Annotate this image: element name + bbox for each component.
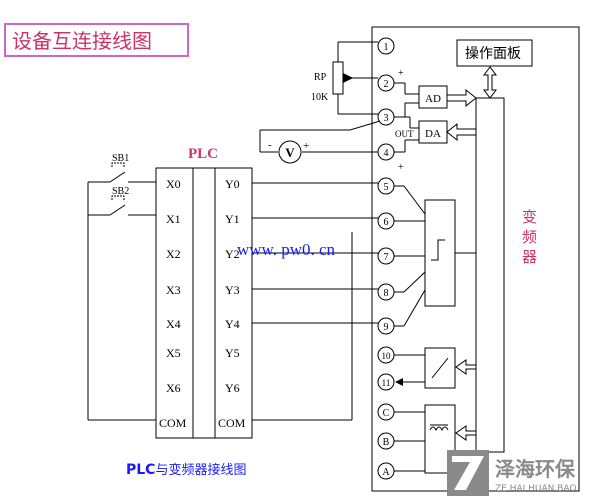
plc-input-x3: X3	[166, 283, 181, 297]
svg-text:器: 器	[522, 248, 537, 266]
voltmeter-symbol: V	[285, 145, 295, 160]
plc-input-x1: X1	[166, 212, 181, 226]
da-wiring	[394, 116, 419, 153]
digital-input-block	[424, 199, 456, 307]
plc-inputs: X0 X1 X2 X3 X4 X5 X6 COM	[159, 177, 187, 430]
potentiometer	[332, 41, 378, 115]
relay-coil-icon	[429, 424, 449, 432]
logo-en: ZE HAI HUAN BAO	[495, 484, 577, 494]
plc-output-y5: Y5	[225, 346, 240, 360]
plc-title: PLC	[188, 146, 218, 162]
pot-name: RP	[314, 72, 327, 83]
company-logo: 泽海环保 ZE HAI HUAN BAO	[447, 450, 577, 496]
ad-wiring	[394, 82, 419, 118]
plc-output-y6: Y6	[225, 381, 240, 395]
plc-input-x0: X0	[166, 177, 181, 191]
bus-to-relay-arrow	[455, 359, 477, 375]
inverter-name: 变 频 器	[522, 208, 537, 266]
switch-wiring	[87, 162, 156, 421]
plc-output-y1: Y1	[225, 212, 240, 226]
relay-contact-icon	[431, 357, 449, 379]
bus-to-da-arrow	[446, 122, 477, 142]
terminal-6: 6	[384, 217, 389, 228]
da-label: DA	[425, 128, 441, 140]
terminal-9: 9	[384, 322, 389, 333]
com-wire	[252, 232, 353, 421]
voltmeter	[278, 140, 302, 164]
voltmeter-wiring	[259, 120, 381, 153]
voltmeter-minus: -	[268, 139, 272, 151]
plc-input-com: COM	[159, 416, 187, 430]
pot-value: 10K	[311, 92, 329, 103]
ad-label: AD	[425, 93, 441, 105]
terminal-11: 11	[382, 378, 391, 388]
digital-input-wiring	[394, 185, 426, 327]
plc-input-x4: X4	[166, 317, 181, 331]
terminal-5: 5	[384, 182, 389, 193]
terminal-labels: 1 2 3 4 5 6 7 8 9 10 11 C B A	[382, 42, 392, 478]
relay-output-wiring	[394, 354, 425, 386]
voltmeter-plus: +	[303, 140, 309, 152]
svg-text:变: 变	[522, 208, 537, 226]
ad-to-bus-arrow	[446, 88, 477, 108]
plc-output-y4: Y4	[225, 317, 240, 331]
plc-output-y0: Y0	[225, 177, 240, 191]
caption: PLC与变频器接线图	[126, 462, 246, 478]
title-frame	[4, 23, 189, 57]
terminal-4-plus: +	[398, 162, 404, 173]
operation-panel	[456, 39, 533, 67]
panel-bus-arrow	[483, 66, 497, 99]
terminal-7: 7	[384, 252, 389, 263]
internal-bus	[475, 97, 505, 453]
plc-output-y3: Y3	[225, 283, 240, 297]
plc-output-com: COM	[218, 416, 246, 430]
operation-panel-label: 操作面板	[465, 46, 521, 62]
diagram-title: 设备互连接线图	[12, 29, 152, 53]
output-wires	[252, 182, 378, 324]
terminal-3: 3	[384, 113, 389, 124]
terminal-2-plus: +	[398, 68, 404, 79]
terminal-10: 10	[382, 351, 392, 361]
schmitt-trigger-icon	[431, 239, 445, 261]
watermark: www. pw0. cn	[237, 240, 336, 259]
switch-sb1-label: SB1	[112, 153, 129, 164]
plc-input-x6: X6	[166, 381, 181, 395]
terminal-8: 8	[384, 288, 389, 299]
terminal-2: 2	[384, 79, 389, 90]
plc-block	[155, 167, 253, 439]
bus-to-fault-relay-arrow	[455, 425, 477, 441]
plc-outputs: Y0 Y1 Y2 Y3 Y4 Y5 Y6 COM	[218, 177, 246, 430]
terminal-a: A	[382, 467, 390, 478]
plc-input-x5: X5	[166, 346, 181, 360]
da-out-label: OUT	[395, 129, 414, 139]
terminal-b: B	[383, 437, 390, 448]
terminal-c: C	[383, 408, 390, 419]
plc-input-x2: X2	[166, 247, 181, 261]
logo-cn: 泽海环保	[495, 457, 576, 481]
svg-text:频: 频	[522, 228, 537, 246]
terminal-1: 1	[384, 42, 389, 53]
terminal-4: 4	[384, 148, 389, 159]
switch-sb2-label: SB2	[112, 186, 129, 197]
plc-output-y2: Y2	[225, 247, 240, 261]
fault-relay-wiring	[394, 411, 426, 472]
